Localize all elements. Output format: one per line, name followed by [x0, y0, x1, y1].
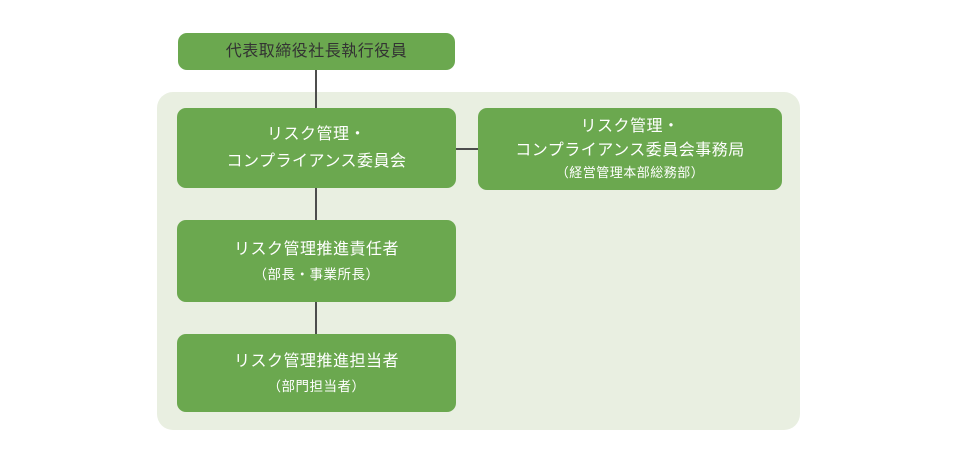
- node-secretariat-line3: （経営管理本部総務部）: [555, 165, 705, 180]
- node-secretariat-line2: コンプライアンス委員会事務局: [515, 142, 745, 159]
- node-secretariat-line1: リスク管理・: [580, 118, 680, 135]
- node-manager-line1: リスク管理推進責任者: [233, 241, 399, 258]
- connector-manager-staff: [315, 302, 317, 334]
- connector-president-committee: [315, 70, 317, 108]
- node-staff-line2: （部門担当者）: [267, 379, 366, 394]
- node-staff: リスク管理推進担当者 （部門担当者）: [177, 334, 456, 412]
- node-secretariat: リスク管理・ コンプライアンス委員会事務局 （経営管理本部総務部）: [478, 108, 782, 190]
- node-committee-line2: コンプライアンス委員会: [226, 153, 407, 170]
- node-committee-line1: リスク管理・: [266, 126, 366, 143]
- node-staff-line1: リスク管理推進担当者: [233, 353, 399, 370]
- node-president: 代表取締役社長執行役員: [178, 33, 455, 70]
- node-president-label: 代表取締役社長執行役員: [225, 43, 408, 60]
- connector-committee-secretariat: [455, 148, 478, 150]
- connector-committee-manager: [315, 188, 317, 220]
- node-manager-line2: （部長・事業所長）: [253, 267, 380, 282]
- node-manager: リスク管理推進責任者 （部長・事業所長）: [177, 220, 456, 302]
- node-committee: リスク管理・ コンプライアンス委員会: [177, 108, 456, 188]
